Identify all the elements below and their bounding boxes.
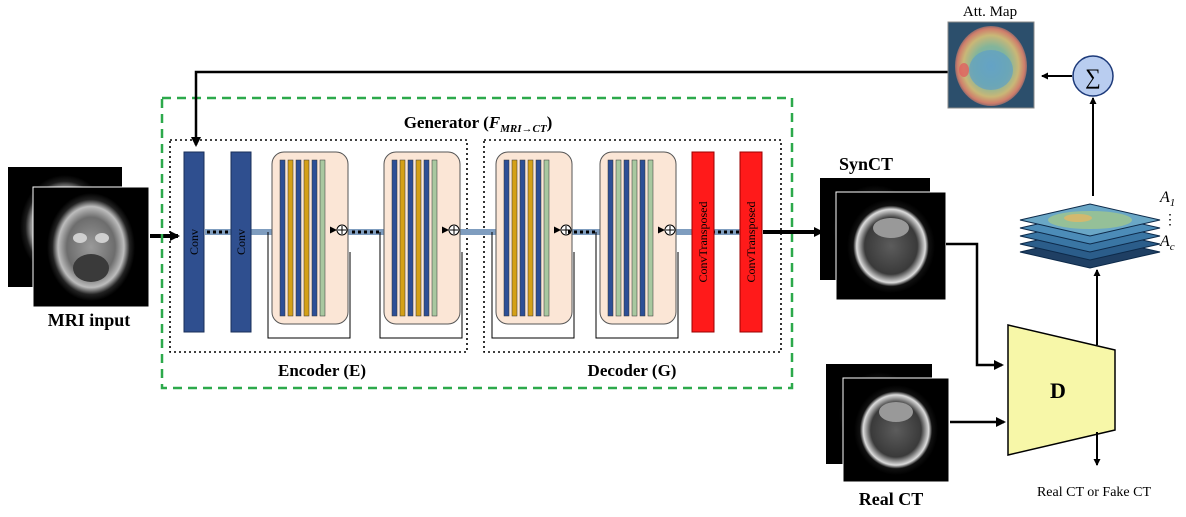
conv-transposed-label-1: ConvTransposed [696, 202, 710, 283]
skip-connection [595, 232, 679, 339]
residual-block-3 [491, 151, 575, 339]
conv-layer-bar [639, 159, 646, 317]
discriminator-label: D [1050, 378, 1066, 403]
sum-node: ∑ [1072, 55, 1114, 97]
encoder-box [169, 139, 468, 353]
conv-layer-bar [519, 159, 526, 317]
plus-sign [666, 226, 674, 234]
synct-label: SynCT [839, 154, 893, 174]
d-output-label: Real CT or Fake CT [1037, 485, 1152, 500]
conv-block-1: Conv [183, 151, 205, 333]
mri-input-images [8, 167, 150, 308]
encoder-label: Encoder (E) [278, 361, 366, 380]
conv-layer-bar [407, 159, 414, 317]
conv-transposed-label-2: ConvTransposed [744, 202, 758, 283]
plus-sign [450, 226, 458, 234]
att-map-label: Att. Map [963, 4, 1017, 20]
conv-layer-bar [287, 159, 294, 317]
conv-label-1: Conv [187, 229, 201, 255]
conv-layer-bar [423, 159, 430, 317]
conv-layer-bar [607, 159, 614, 317]
conv-layer-bar [647, 159, 654, 317]
conv-layer-bar [279, 159, 286, 317]
conv-layer-bar [311, 159, 318, 317]
conv-layer-bar [303, 159, 310, 317]
conv-layer-bar [543, 159, 550, 317]
ac-label: Ac [1159, 233, 1175, 253]
att-map-image [947, 21, 1035, 109]
residual-block-1 [267, 151, 351, 339]
attention-feedback-arrow [191, 70, 948, 147]
generator-title: Generator (FMRI→CT) [404, 113, 553, 135]
vdots-label: ⋮ [1163, 213, 1177, 228]
conv-layer-bar [431, 159, 438, 317]
conv-layer-bar [391, 159, 398, 317]
mri-input-label: MRI input [48, 310, 131, 330]
plus-sign [338, 226, 346, 234]
a1-label: A1 [1159, 189, 1175, 209]
real-ct-label: Real CT [859, 489, 924, 509]
synct-to-d-arrow [946, 242, 1004, 370]
plus-sign [562, 226, 570, 234]
conv-layer-bar [631, 159, 638, 317]
residual-blocks [267, 151, 679, 339]
conv-layer-bar [623, 159, 630, 317]
decoder-label: Decoder (G) [588, 361, 677, 380]
conv-layer-bar [615, 159, 622, 317]
conv-layer-bar [527, 159, 534, 317]
conv-layer-bar [503, 159, 510, 317]
conv-block-2: Conv [230, 151, 252, 333]
discriminator: D [1007, 324, 1116, 456]
conv-layer-bar [511, 159, 518, 317]
conv-layer-bar [295, 159, 302, 317]
generator-border [160, 96, 794, 390]
conv-layer-bar [415, 159, 422, 317]
residual-block-2 [379, 151, 463, 339]
conv-layer-bar [319, 159, 326, 317]
sum-symbol: ∑ [1085, 64, 1101, 89]
conv-layer-bar [399, 159, 406, 317]
decoder-box [483, 139, 782, 353]
real-ct-images [826, 364, 950, 483]
conv-transposed-block-2: ConvTransposed [739, 151, 763, 333]
residual-block-4 [595, 151, 679, 339]
attention-map-stack [1019, 203, 1161, 269]
skip-connection [379, 232, 463, 339]
conv-transposed-block-1: ConvTransposed [691, 151, 715, 333]
conv-layer-bar [535, 159, 542, 317]
skip-connection [267, 232, 351, 339]
synct-images [820, 178, 947, 301]
skip-connection [491, 232, 575, 339]
conv-label-2: Conv [234, 229, 248, 255]
